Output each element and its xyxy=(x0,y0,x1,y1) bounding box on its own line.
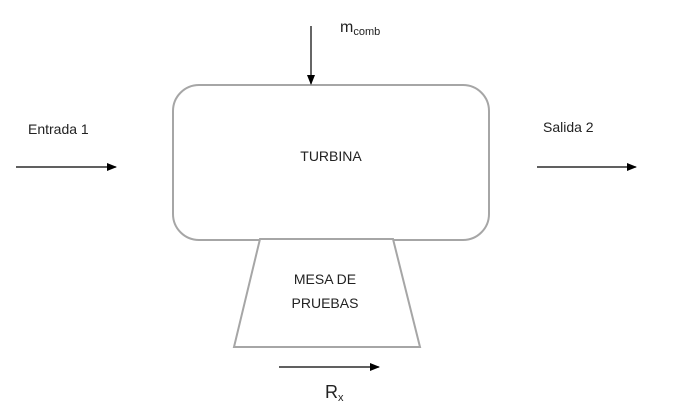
fuel-label: mcomb xyxy=(340,19,380,38)
outlet-label: Salida 2 xyxy=(543,119,594,135)
fuel-subscript: comb xyxy=(353,26,381,38)
inlet-label: Entrada 1 xyxy=(28,121,89,137)
test-bench-label-line2: PRUEBAS xyxy=(291,295,359,311)
reaction-label: Rx xyxy=(325,382,344,404)
reaction-subscript: x xyxy=(338,392,344,404)
turbine-label: TURBINA xyxy=(300,148,362,164)
test-bench-label-line1: MESA DE xyxy=(293,271,357,287)
test-bench-trapezoid xyxy=(232,238,422,348)
reaction-symbol: R xyxy=(325,382,338,402)
fuel-symbol: m xyxy=(340,19,354,36)
